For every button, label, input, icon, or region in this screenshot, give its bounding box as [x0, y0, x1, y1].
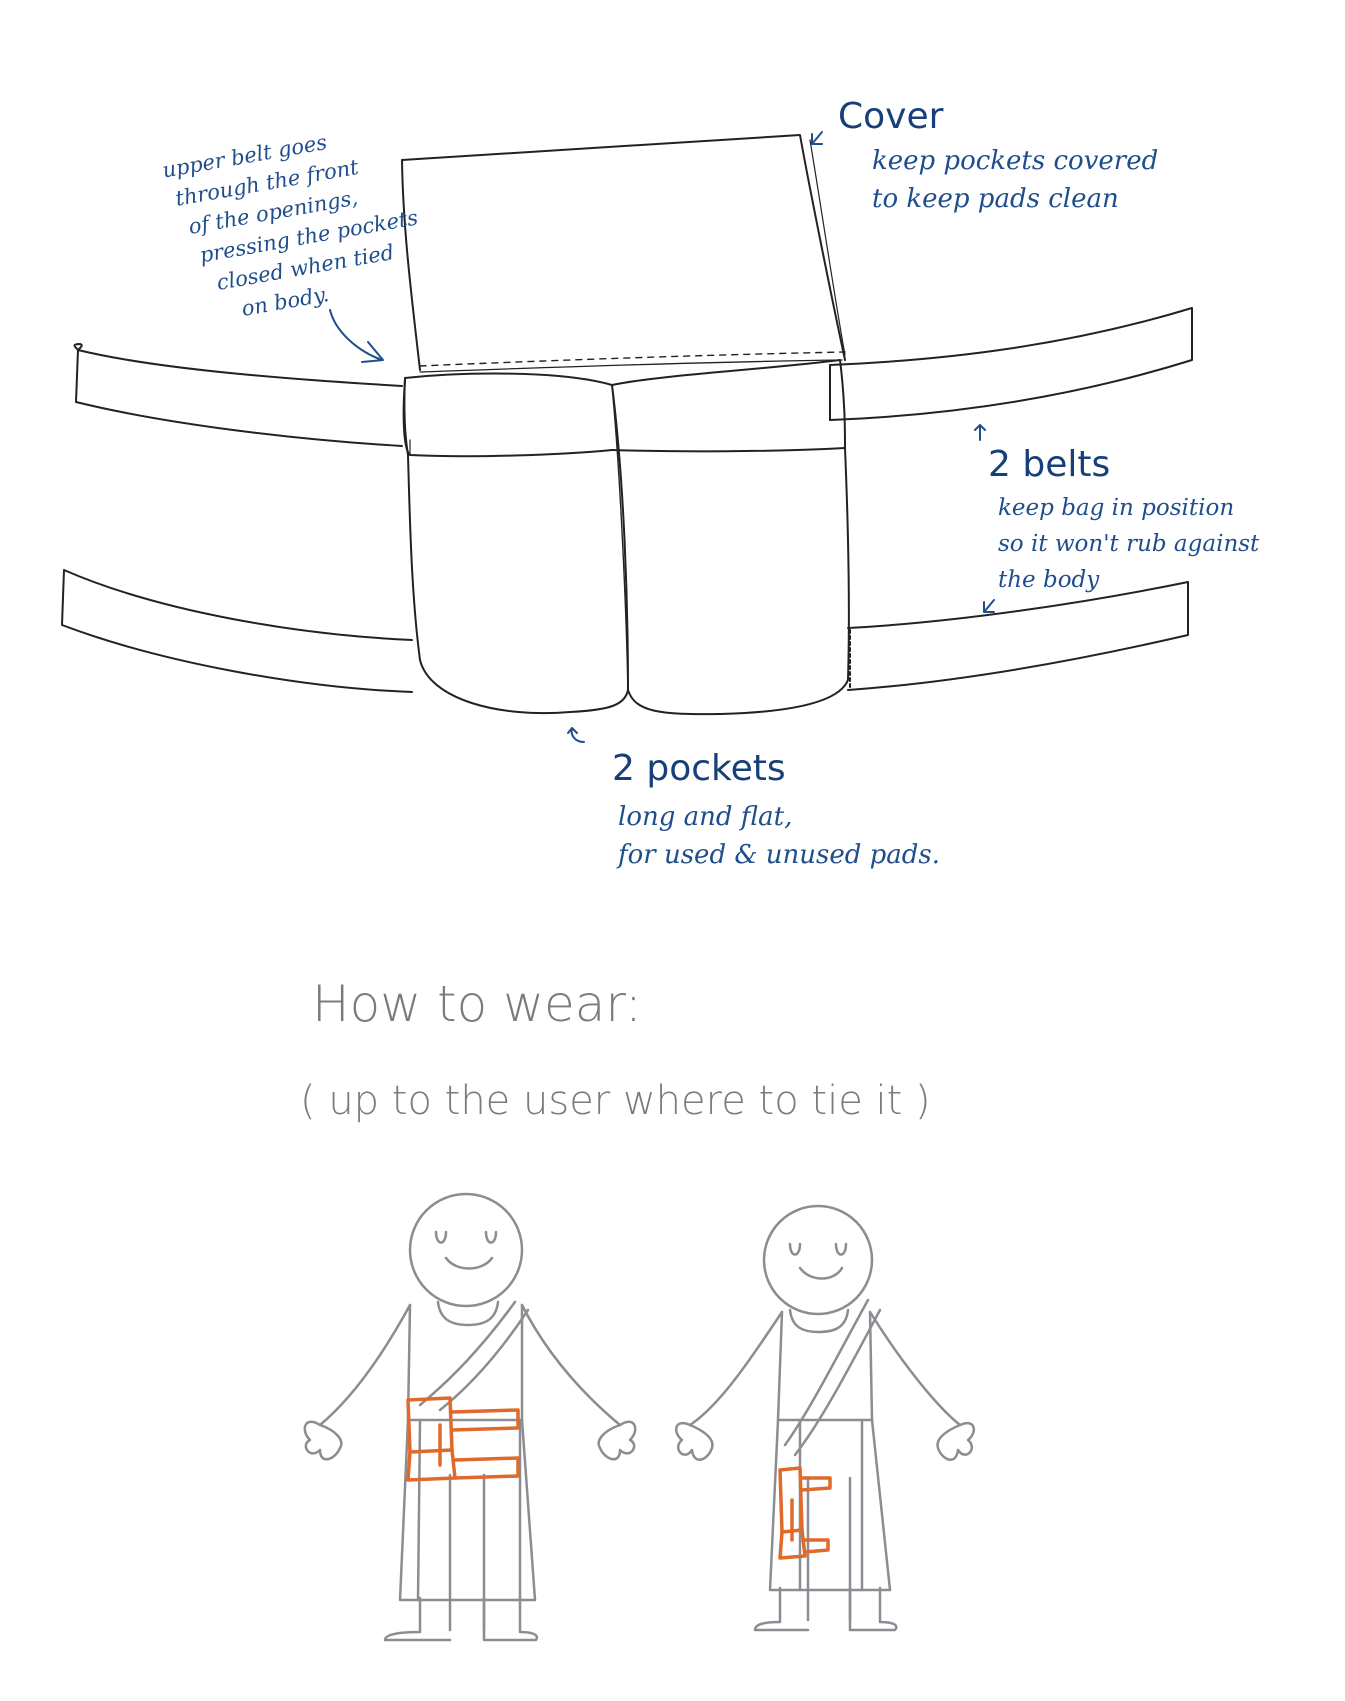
belts-note-line: keep bag in position: [998, 495, 1235, 521]
small-arrow-icon: [983, 599, 995, 613]
lower-right-belt: [847, 581, 1189, 691]
belts-note-line: the body: [998, 567, 1100, 593]
pockets-note-line: long and flat,: [618, 802, 793, 832]
bag-cover: [401, 134, 846, 373]
cover-note-line: to keep pads clean: [872, 184, 1119, 214]
belts-heading: 2 belts: [988, 444, 1111, 485]
upper-right-belt: [829, 307, 1193, 421]
waist-bag-icon: [406, 1396, 520, 1482]
bag-pockets: [402, 359, 850, 716]
cover-note: keep pockets covered to keep pads clean: [872, 142, 1158, 218]
small-arrow-icon: [811, 131, 823, 145]
thigh-bag-icon: [778, 1466, 832, 1560]
small-arrow-icon: [974, 424, 986, 441]
curved-arrow-icon: [329, 309, 383, 361]
belts-note: keep bag in position so it won't rub aga…: [998, 490, 1259, 598]
upper-left-belt: [73, 343, 403, 447]
cover-heading: Cover: [838, 96, 944, 137]
pockets-heading: 2 pockets: [612, 748, 786, 789]
pockets-note: long and flat, for used & unused pads.: [618, 798, 940, 874]
annotation-arrows: [329, 131, 995, 743]
cover-note-line: keep pockets covered: [872, 146, 1159, 176]
belts-note-line: so it won't rub against: [998, 531, 1260, 557]
how-to-wear-subtitle: ( up to the user where to tie it ): [300, 1078, 931, 1124]
small-arrow-icon: [567, 727, 585, 743]
lower-left-belt: [61, 569, 413, 693]
how-to-wear-title: How to wear:: [312, 975, 642, 1033]
pockets-note-line: for used & unused pads.: [618, 840, 941, 870]
stick-figure-icon: [674, 1204, 976, 1632]
stick-figure-icon: [303, 1192, 637, 1642]
